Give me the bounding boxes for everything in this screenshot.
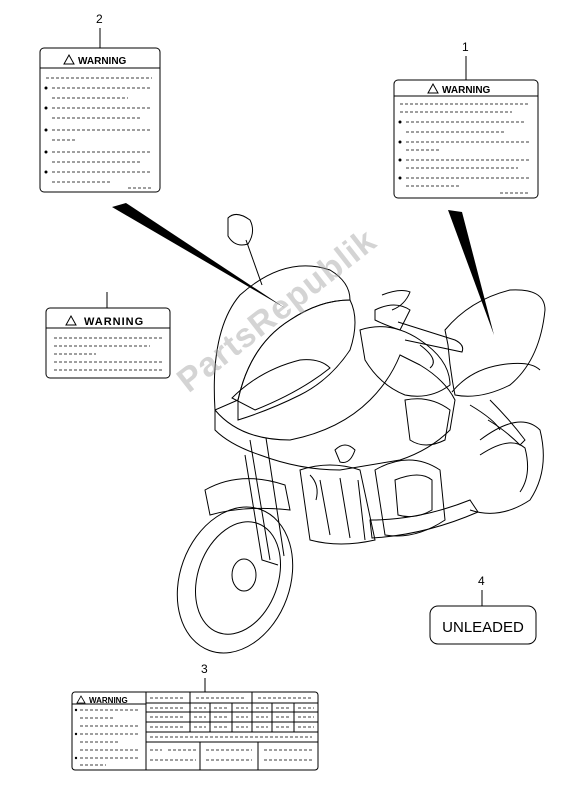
warning-label-3: WARNING (71, 678, 319, 771)
unleaded-text: UNLEADED (442, 619, 524, 636)
pointer-wedge-2 (112, 203, 285, 308)
warning-text-2: WARNING (78, 56, 127, 67)
motorcycle-outline (176, 214, 546, 654)
warning-text-1: WARNING (442, 85, 491, 96)
warning-text-3: WARNING (89, 696, 128, 705)
warning-label-2: WARNING (39, 28, 161, 193)
callout-number-4: 4 (478, 574, 485, 588)
pointer-wedge-1 (448, 210, 494, 335)
warning-text-small: WARNING (84, 316, 144, 328)
callout-number-1: 1 (462, 40, 469, 54)
callout-number-2: 2 (96, 12, 103, 26)
warning-label-1: WARNING (393, 56, 539, 199)
warning-label-small: WARNING (45, 292, 171, 379)
callout-number-3: 3 (201, 662, 208, 676)
unleaded-label-4: UNLEADED (429, 590, 537, 645)
